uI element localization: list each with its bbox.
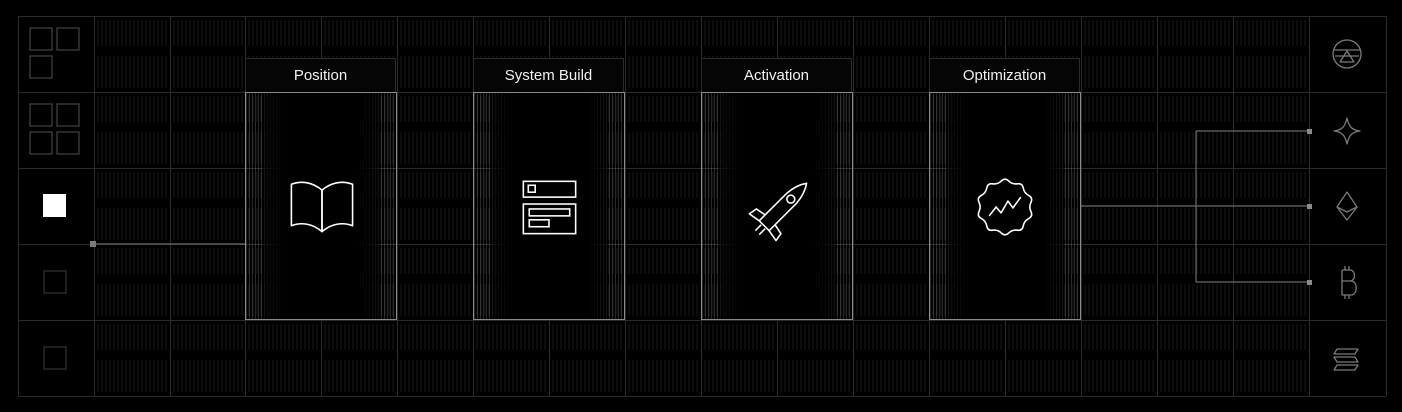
- step-label-activation: Activation: [701, 58, 852, 92]
- square-outline-icon: [43, 270, 67, 294]
- connector-right: [1081, 129, 1312, 285]
- layout-panel-icon: [522, 180, 577, 235]
- open-book-icon: [290, 181, 354, 233]
- step-label-optimization: Optimization: [929, 58, 1080, 92]
- arweave-logo-icon: [1332, 39, 1362, 69]
- rocket-icon: [748, 182, 808, 242]
- grid-four-tiles-icon: [29, 103, 80, 155]
- solana-logo-icon: [1333, 348, 1359, 371]
- step-card-position: [245, 92, 397, 320]
- square-outline-icon: [43, 346, 67, 370]
- ethereum-logo-icon: [1336, 191, 1358, 221]
- bitcoin-logo-icon: [1341, 266, 1357, 299]
- trend-badge-icon: [977, 178, 1033, 236]
- sparkle-star-icon: [1333, 117, 1361, 145]
- step-label-position: Position: [245, 58, 396, 92]
- step-card-optimization: [929, 92, 1081, 320]
- step-label-system-build: System Build: [473, 58, 624, 92]
- active-square-icon: [43, 194, 66, 217]
- step-card-activation: [701, 92, 853, 320]
- connector-left: [90, 241, 245, 247]
- grid-three-tiles-icon: [29, 27, 80, 79]
- step-card-system-build: [473, 92, 625, 320]
